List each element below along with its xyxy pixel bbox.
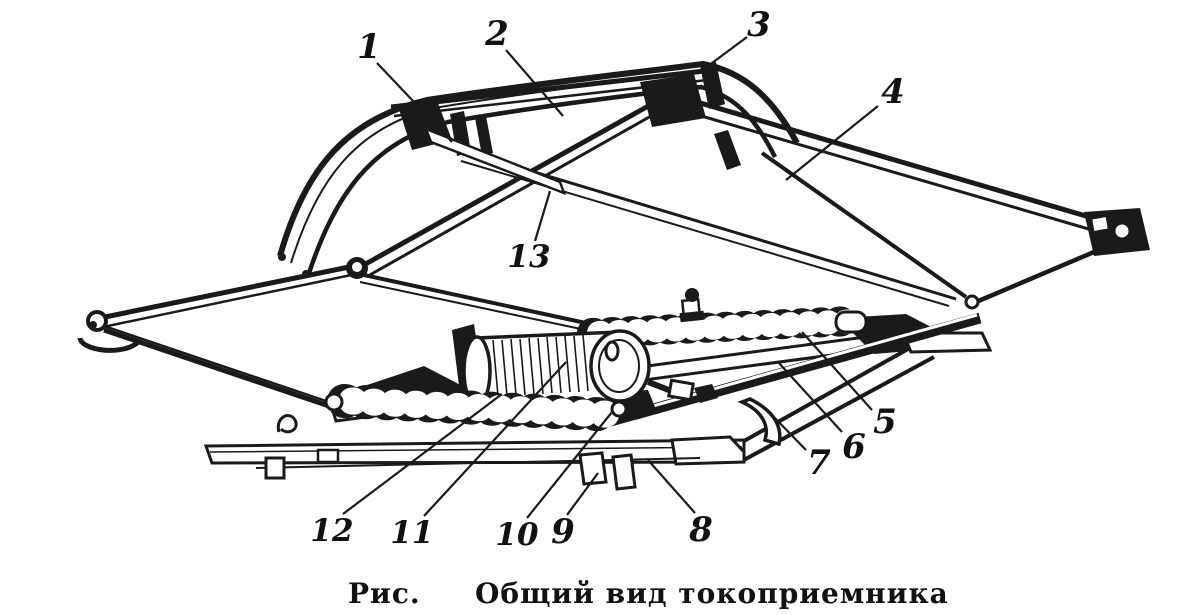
valve-cap bbox=[685, 288, 699, 302]
upper-spring-coils-core bbox=[587, 309, 871, 345]
hanger-tab-right bbox=[611, 453, 637, 491]
upper-arm-left-inner bbox=[367, 101, 675, 278]
left-joint-pin-center bbox=[89, 321, 97, 329]
callout-label-5: 5 bbox=[873, 402, 897, 442]
callout-label-6: 6 bbox=[842, 427, 866, 467]
callout-leader-8 bbox=[647, 459, 696, 514]
callout-labels: 1 2 3 4 5 6 7 8 9 10 11 12 13 bbox=[310, 5, 904, 553]
joints bbox=[77, 208, 1150, 353]
callout-leader-9 bbox=[566, 472, 599, 516]
callout-label-12: 12 bbox=[310, 513, 353, 549]
lower-spring-right-eye bbox=[610, 400, 628, 418]
callout-leader-13 bbox=[533, 190, 552, 242]
bar-end-bracket bbox=[700, 62, 725, 109]
right-joint-pin bbox=[1112, 221, 1132, 241]
lower-spring bbox=[324, 384, 636, 432]
head-apex-joint bbox=[640, 74, 706, 127]
right-joint-nut bbox=[1089, 214, 1111, 234]
rail-foot bbox=[264, 456, 286, 480]
mid-joint-pin bbox=[349, 259, 365, 275]
callout-label-3: 3 bbox=[747, 5, 771, 45]
rail-end-box bbox=[670, 435, 746, 466]
callout-leader-1 bbox=[376, 62, 453, 143]
lower-spring-left-clevis bbox=[324, 392, 344, 412]
piston-clevis bbox=[646, 378, 718, 403]
upper-spring-end-cap bbox=[834, 310, 868, 334]
callout-label-9: 9 bbox=[551, 512, 575, 552]
callout-leader-7 bbox=[769, 412, 807, 451]
main-shaft bbox=[598, 312, 982, 430]
front-rail-inner-line bbox=[209, 446, 743, 453]
upper-arm-right bbox=[655, 87, 1121, 229]
callout-label-13: 13 bbox=[507, 239, 550, 275]
horn-support bbox=[714, 130, 741, 170]
callout-leader-5 bbox=[801, 331, 873, 411]
air-cylinder bbox=[462, 329, 651, 407]
caption-label: Рис. bbox=[348, 577, 421, 610]
right-base-pin bbox=[964, 294, 980, 310]
left-joint-eye bbox=[77, 337, 140, 353]
rail-hook-curl bbox=[276, 414, 298, 434]
upper-spring bbox=[577, 306, 871, 348]
callout-leader-10 bbox=[526, 411, 613, 519]
bow-tip-left-front bbox=[302, 270, 310, 278]
lower-arm-left-bottom-inner bbox=[97, 322, 327, 403]
bow-runner-front bbox=[305, 84, 778, 277]
clevis-shadow bbox=[694, 384, 718, 403]
callout-label-8: 8 bbox=[688, 510, 713, 550]
callout-leaders bbox=[342, 36, 879, 519]
shaft-highlight bbox=[602, 313, 978, 422]
figure-caption: Рис. Общий вид токоприемника bbox=[348, 577, 949, 610]
cylinder-face-hole bbox=[604, 340, 620, 362]
callout-leader-2 bbox=[505, 49, 564, 117]
callout-leader-12 bbox=[342, 393, 503, 515]
callout-leader-6 bbox=[777, 361, 843, 433]
head-mount-right bbox=[475, 116, 493, 156]
valve-base bbox=[679, 310, 705, 323]
clevis-block bbox=[667, 378, 695, 402]
callout-leader-11 bbox=[423, 361, 567, 517]
shaft-tube bbox=[598, 312, 982, 430]
callout-label-11: 11 bbox=[390, 515, 433, 551]
upper-arm-right-inner bbox=[649, 99, 1117, 239]
right-inner-rod bbox=[760, 151, 968, 299]
callout-leader-4 bbox=[785, 105, 879, 181]
bow-runner-rear bbox=[277, 60, 800, 257]
guide-horn bbox=[737, 397, 782, 447]
upper-arm-left bbox=[360, 92, 670, 269]
callout-label-1: 1 bbox=[357, 27, 381, 67]
lower-arm-left-top bbox=[99, 263, 355, 321]
rail-notch bbox=[316, 448, 340, 464]
front-rail bbox=[203, 347, 935, 491]
caption-title: Общий вид токоприемника bbox=[475, 577, 949, 610]
cylinder-top-edge bbox=[475, 330, 621, 340]
callout-label-7: 7 bbox=[807, 443, 831, 483]
callout-leader-3 bbox=[703, 36, 748, 70]
callout-label-10: 10 bbox=[495, 517, 539, 553]
lower-arm-left-top-inner bbox=[102, 272, 357, 329]
cylinder-face-ring bbox=[598, 339, 640, 393]
strut-rod bbox=[423, 126, 567, 196]
callout-label-4: 4 bbox=[881, 72, 905, 112]
head-top-bar bbox=[390, 67, 714, 110]
callout-label-2: 2 bbox=[484, 14, 509, 54]
bow-tip-left-rear bbox=[278, 253, 286, 261]
hanger-tab-left bbox=[578, 451, 608, 486]
lower-spring-coils-core bbox=[338, 387, 636, 429]
lower-arm-left-bottom bbox=[103, 327, 333, 410]
air-valve bbox=[679, 288, 705, 323]
